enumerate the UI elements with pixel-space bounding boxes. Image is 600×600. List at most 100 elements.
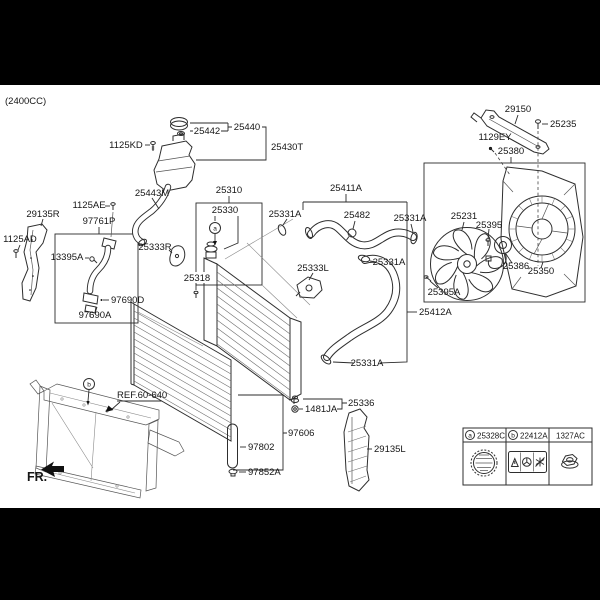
bolt-25395A-icon xyxy=(423,275,432,282)
fan-blades xyxy=(432,229,503,300)
callout-25333L[interactable]: 25333L xyxy=(297,263,329,274)
callout-1125AD[interactable]: 1125AD xyxy=(3,234,37,245)
front-label: FR. xyxy=(27,470,47,484)
shroud-ring-hatching xyxy=(509,196,575,262)
callout-25331A-upper-right[interactable]: 25331A xyxy=(394,213,427,224)
radiator-drawing xyxy=(203,241,302,404)
upper-radiator-hose-drawing xyxy=(277,220,418,250)
callout-29135R[interactable]: 29135R xyxy=(26,209,59,220)
hose-clamp-icon xyxy=(410,231,418,245)
callout-25380[interactable]: 25380 xyxy=(498,146,524,157)
callout-97761P[interactable]: 97761P xyxy=(83,216,116,227)
air-guard-right-drawing xyxy=(21,223,48,302)
callout-layer: (2400CC) 25442 25440 1125KD 25430T 25443… xyxy=(3,96,576,484)
fan-shroud-drawing xyxy=(500,166,584,298)
drawing-layer xyxy=(13,109,586,499)
legend-marker-b: b xyxy=(511,433,515,440)
condenser-drawing xyxy=(130,301,238,477)
air-guard-left-drawing xyxy=(343,408,370,492)
callout-25333R[interactable]: 25333R xyxy=(138,242,171,253)
callout-25235[interactable]: 25235 xyxy=(550,119,576,130)
legend-code-25328C[interactable]: 25328C xyxy=(477,432,505,441)
fan-hub xyxy=(457,254,477,274)
washer-1481JA-icon xyxy=(291,405,299,413)
leader-diagonal xyxy=(224,218,294,260)
callout-25430T[interactable]: 25430T xyxy=(271,142,303,153)
callout-25331A-lower[interactable]: 25331A xyxy=(351,358,384,369)
marker-a-label: a xyxy=(213,226,217,233)
condenser-core-hatching xyxy=(133,310,232,438)
leader-diagonal xyxy=(137,311,204,347)
callout-29150[interactable]: 29150 xyxy=(505,104,531,115)
callout-25482[interactable]: 25482 xyxy=(344,210,370,221)
marker-a-circle: a xyxy=(209,222,221,234)
legend-item-a: a 25328C xyxy=(465,430,505,477)
marker-b-label: b xyxy=(87,382,91,389)
drier-cap-97852A-icon xyxy=(228,468,238,477)
callout-25310[interactable]: 25310 xyxy=(216,185,242,196)
ref-60-640-link[interactable]: REF.60-640 xyxy=(117,390,167,401)
callout-25395A[interactable]: 25395A xyxy=(428,287,461,298)
legend-code-1327AC[interactable]: 1327AC xyxy=(556,432,585,441)
front-arrow-icon xyxy=(41,461,64,477)
engine-variant-label: (2400CC) xyxy=(5,96,46,107)
bolt-25235-icon xyxy=(535,119,541,266)
clip-13395A-icon xyxy=(89,256,98,264)
callout-25440[interactable]: 25440 xyxy=(234,122,260,133)
callout-25443M[interactable]: 25443M xyxy=(135,188,169,199)
legend-code-22412A[interactable]: 22412A xyxy=(520,432,548,441)
callout-97690A[interactable]: 97690A xyxy=(79,310,112,321)
hose-clamp-icon xyxy=(304,227,314,239)
callout-25350[interactable]: 25350 xyxy=(528,266,554,277)
callout-25231[interactable]: 25231 xyxy=(451,211,477,222)
radiator-cap-icon xyxy=(470,449,498,477)
flange-nut-icon xyxy=(561,453,579,469)
callout-25412A[interactable]: 25412A xyxy=(419,307,452,318)
caution-label-icon xyxy=(508,451,547,473)
callout-25411A[interactable]: 25411A xyxy=(330,183,363,194)
callout-25386[interactable]: 25386 xyxy=(503,261,529,272)
bolt-1125AD-icon xyxy=(13,249,19,258)
callout-1481JA[interactable]: 1481JA xyxy=(305,404,338,415)
front-direction-indicator: FR. xyxy=(27,461,64,484)
callout-25336[interactable]: 25336 xyxy=(348,398,374,409)
callout-1125AE[interactable]: 1125AE xyxy=(72,200,105,211)
callout-97852A[interactable]: 97852A xyxy=(248,467,281,478)
legend-table: a 25328C b 22412A 13 xyxy=(462,427,593,486)
label-backer xyxy=(183,272,211,283)
screw-25318-icon xyxy=(193,290,199,298)
callout-1125KD[interactable]: 1125KD xyxy=(109,140,143,151)
drain-plug-25336-icon xyxy=(290,395,300,413)
upper-member-bracket-drawing xyxy=(470,109,550,155)
bracket-25333R-drawing xyxy=(169,245,186,267)
leader-line-layer xyxy=(17,114,548,473)
cooling-fan-drawing xyxy=(423,227,512,301)
bracket-25333L-drawing xyxy=(295,276,323,299)
callout-97690D[interactable]: 97690D xyxy=(111,295,144,306)
receiver-drier-97802 xyxy=(227,423,238,469)
callout-97802[interactable]: 97802 xyxy=(248,442,274,453)
group-box-fan-assembly xyxy=(423,162,586,303)
group-box-97761P xyxy=(54,233,139,324)
hose-clamp-25331A-icon xyxy=(320,354,332,365)
legend-marker-a: a xyxy=(468,433,472,440)
callout-25318[interactable]: 25318 xyxy=(184,273,210,284)
hose-clamp-25331A-icon xyxy=(277,224,287,236)
lower-radiator-hose-drawing xyxy=(320,254,401,365)
callout-29135L[interactable]: 29135L xyxy=(374,444,406,455)
legend-item-b: b 22412A xyxy=(508,430,548,473)
radiator-core-hatching xyxy=(216,271,291,399)
callout-97606[interactable]: 97606 xyxy=(288,428,314,439)
legend-item-c: 1327AC xyxy=(556,432,585,469)
callout-1129EY[interactable]: 1129EY xyxy=(478,132,512,143)
callout-13395A[interactable]: 13395A xyxy=(51,252,84,263)
callout-25331A-mid[interactable]: 25331A xyxy=(373,257,406,268)
callout-25330[interactable]: 25330 xyxy=(212,205,238,216)
hose-clip-25482-icon xyxy=(346,228,357,241)
callout-25442[interactable]: 25442 xyxy=(194,126,220,137)
screw-1129EY-icon xyxy=(488,146,511,176)
callout-25395[interactable]: 25395 xyxy=(476,220,502,231)
callout-25331A-upper-left[interactable]: 25331A xyxy=(269,209,302,220)
